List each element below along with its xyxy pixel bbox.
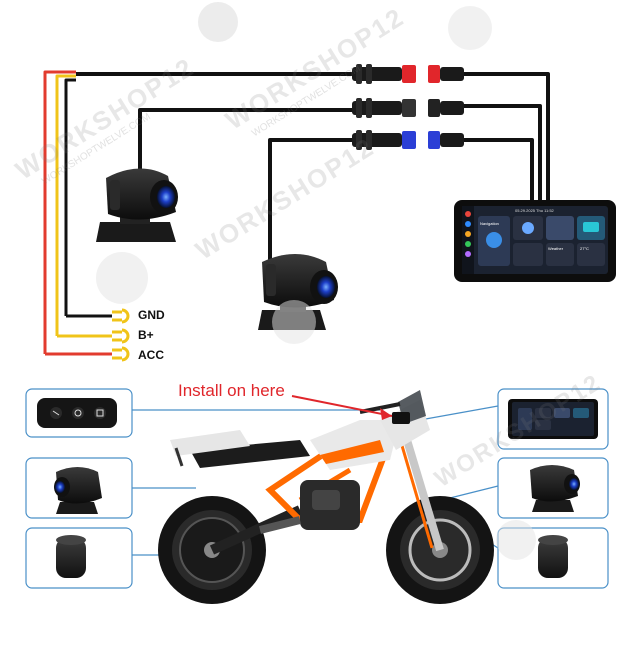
- bplus-wire: [55, 74, 76, 336]
- bplus-label: B+: [138, 328, 154, 342]
- connector-row-2: [352, 98, 464, 118]
- watermark-logos: [96, 2, 536, 560]
- rotate-icon: [72, 407, 84, 419]
- ring-terminals: [112, 308, 130, 362]
- front-camera-top: [96, 168, 178, 242]
- wire-harness: [43, 70, 550, 356]
- callout-display: [497, 388, 609, 450]
- screen-weather-label: Weather: [548, 246, 564, 251]
- camera2-wire: [268, 138, 360, 262]
- callout-camera-right: [497, 457, 609, 519]
- screen-nav-label: Navigation: [480, 221, 499, 226]
- gnd-label: GND: [138, 308, 165, 322]
- screen-status-time: 05.29.2025 Thu 11:52: [515, 208, 555, 213]
- video-icon: [94, 407, 106, 419]
- bplus-terminal: [112, 328, 130, 344]
- connector-row-3: [352, 130, 464, 150]
- install-arrow: [291, 395, 393, 420]
- screen-temp: 27°C: [580, 246, 589, 251]
- acc-wire: [43, 70, 76, 354]
- acc-terminal: [112, 346, 130, 362]
- gnd-wire: [64, 78, 76, 316]
- gnd-terminal: [112, 308, 130, 324]
- acc-label: ACC: [138, 348, 164, 362]
- display-unit: Navigation 05.29.2025 Thu 11:52 Weather …: [454, 200, 616, 282]
- camera1-wire: [138, 108, 360, 190]
- install-label: Install on here: [178, 381, 285, 400]
- motorcycle: [158, 390, 494, 604]
- callout-remote: [25, 388, 133, 438]
- connector-row-1: [352, 64, 464, 84]
- callout-sensor-left: [25, 527, 133, 589]
- callout-camera-left: [25, 457, 133, 519]
